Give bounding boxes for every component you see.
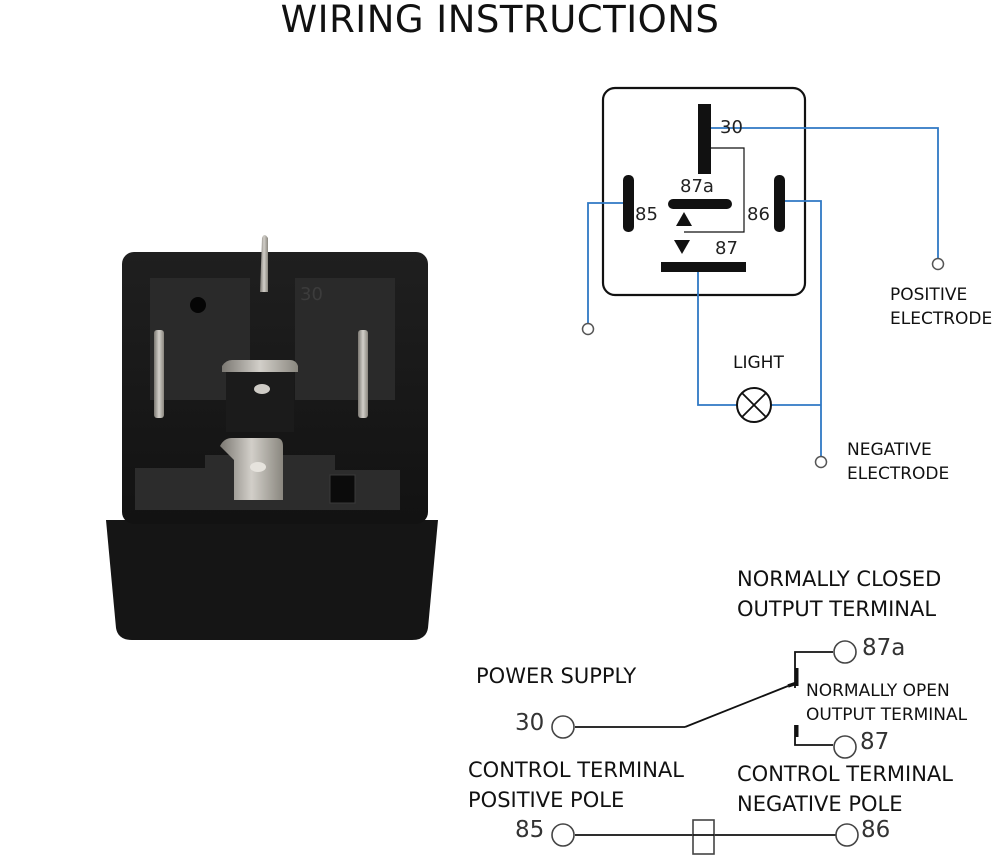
schematic-pin-87	[661, 262, 746, 272]
label-negative-line1: NEGATIVE	[847, 440, 932, 460]
schematic-pin-30	[698, 104, 711, 174]
label-nc-pin: 87a	[862, 635, 906, 661]
label-power-supply: POWER SUPPLY	[476, 664, 637, 688]
label-nc-line1: NORMALLY CLOSED	[737, 567, 942, 591]
terminal-87a-circle	[833, 640, 857, 664]
schematic-arrow-down-icon	[674, 240, 690, 254]
positive-terminal-circle	[931, 257, 945, 271]
light-bulb-icon	[736, 387, 772, 423]
label-ctrl-pos-line1: CONTROL TERMINAL	[468, 758, 684, 782]
negative-terminal-circle	[814, 455, 828, 469]
terminal-86-circle	[835, 823, 859, 847]
schematic-housing	[601, 86, 807, 297]
label-no-pin: 87	[860, 729, 890, 755]
label-positive-line2: ELECTRODE	[890, 309, 993, 329]
relay-recess	[295, 278, 395, 400]
label-positive-line1: POSITIVE	[890, 285, 968, 305]
label-negative-line2: ELECTRODE	[847, 464, 950, 484]
relay-pin-hole	[254, 384, 270, 394]
label-no-line2: OUTPUT TERMINAL	[806, 705, 968, 725]
coil-symbol	[692, 819, 715, 855]
label-power-pin: 30	[515, 710, 545, 736]
label-light: LIGHT	[733, 353, 784, 373]
relay-pin-87-blade	[226, 372, 294, 432]
relay-dot	[190, 297, 206, 313]
terminal-30-circle	[551, 715, 575, 739]
schematic-arrow-up-icon	[676, 212, 692, 226]
label-pin-30: 30	[720, 117, 743, 138]
label-pin-87a: 87a	[680, 176, 714, 197]
label-nc-line2: OUTPUT TERMINAL	[737, 597, 937, 621]
relay-pin-hole	[250, 462, 266, 472]
terminal-85-circle	[551, 823, 575, 847]
label-pin-85: 85	[635, 204, 658, 225]
relay-body-side	[106, 520, 438, 640]
terminal-87-circle	[833, 735, 857, 759]
label-ctrl-neg-pin: 86	[861, 817, 891, 843]
relay-pin-top	[260, 235, 268, 292]
relay-pin-86	[358, 330, 368, 418]
page-title: WIRING INSTRUCTIONS	[280, 0, 720, 41]
schematic-switch-line	[684, 147, 745, 233]
left-terminal-circle	[581, 322, 595, 336]
label-ctrl-pos-pin: 85	[515, 817, 545, 843]
label-no-line1: NORMALLY OPEN	[806, 681, 950, 701]
relay-mold-30: 30	[300, 284, 323, 305]
relay-pin-85	[154, 330, 164, 418]
label-pin-87: 87	[715, 238, 738, 259]
relay-square-hole	[329, 474, 356, 504]
label-ctrl-pos-line2: POSITIVE POLE	[468, 788, 625, 812]
schematic-pin-86	[774, 175, 785, 232]
schematic-pin-85	[623, 175, 634, 232]
label-ctrl-neg-line1: CONTROL TERMINAL	[737, 762, 953, 786]
relay-pin-87	[222, 360, 298, 372]
schematic-pin-87a	[668, 199, 732, 209]
label-ctrl-neg-line2: NEGATIVE POLE	[737, 792, 903, 816]
schematic-wires	[587, 127, 939, 456]
label-pin-86: 86	[747, 204, 770, 225]
